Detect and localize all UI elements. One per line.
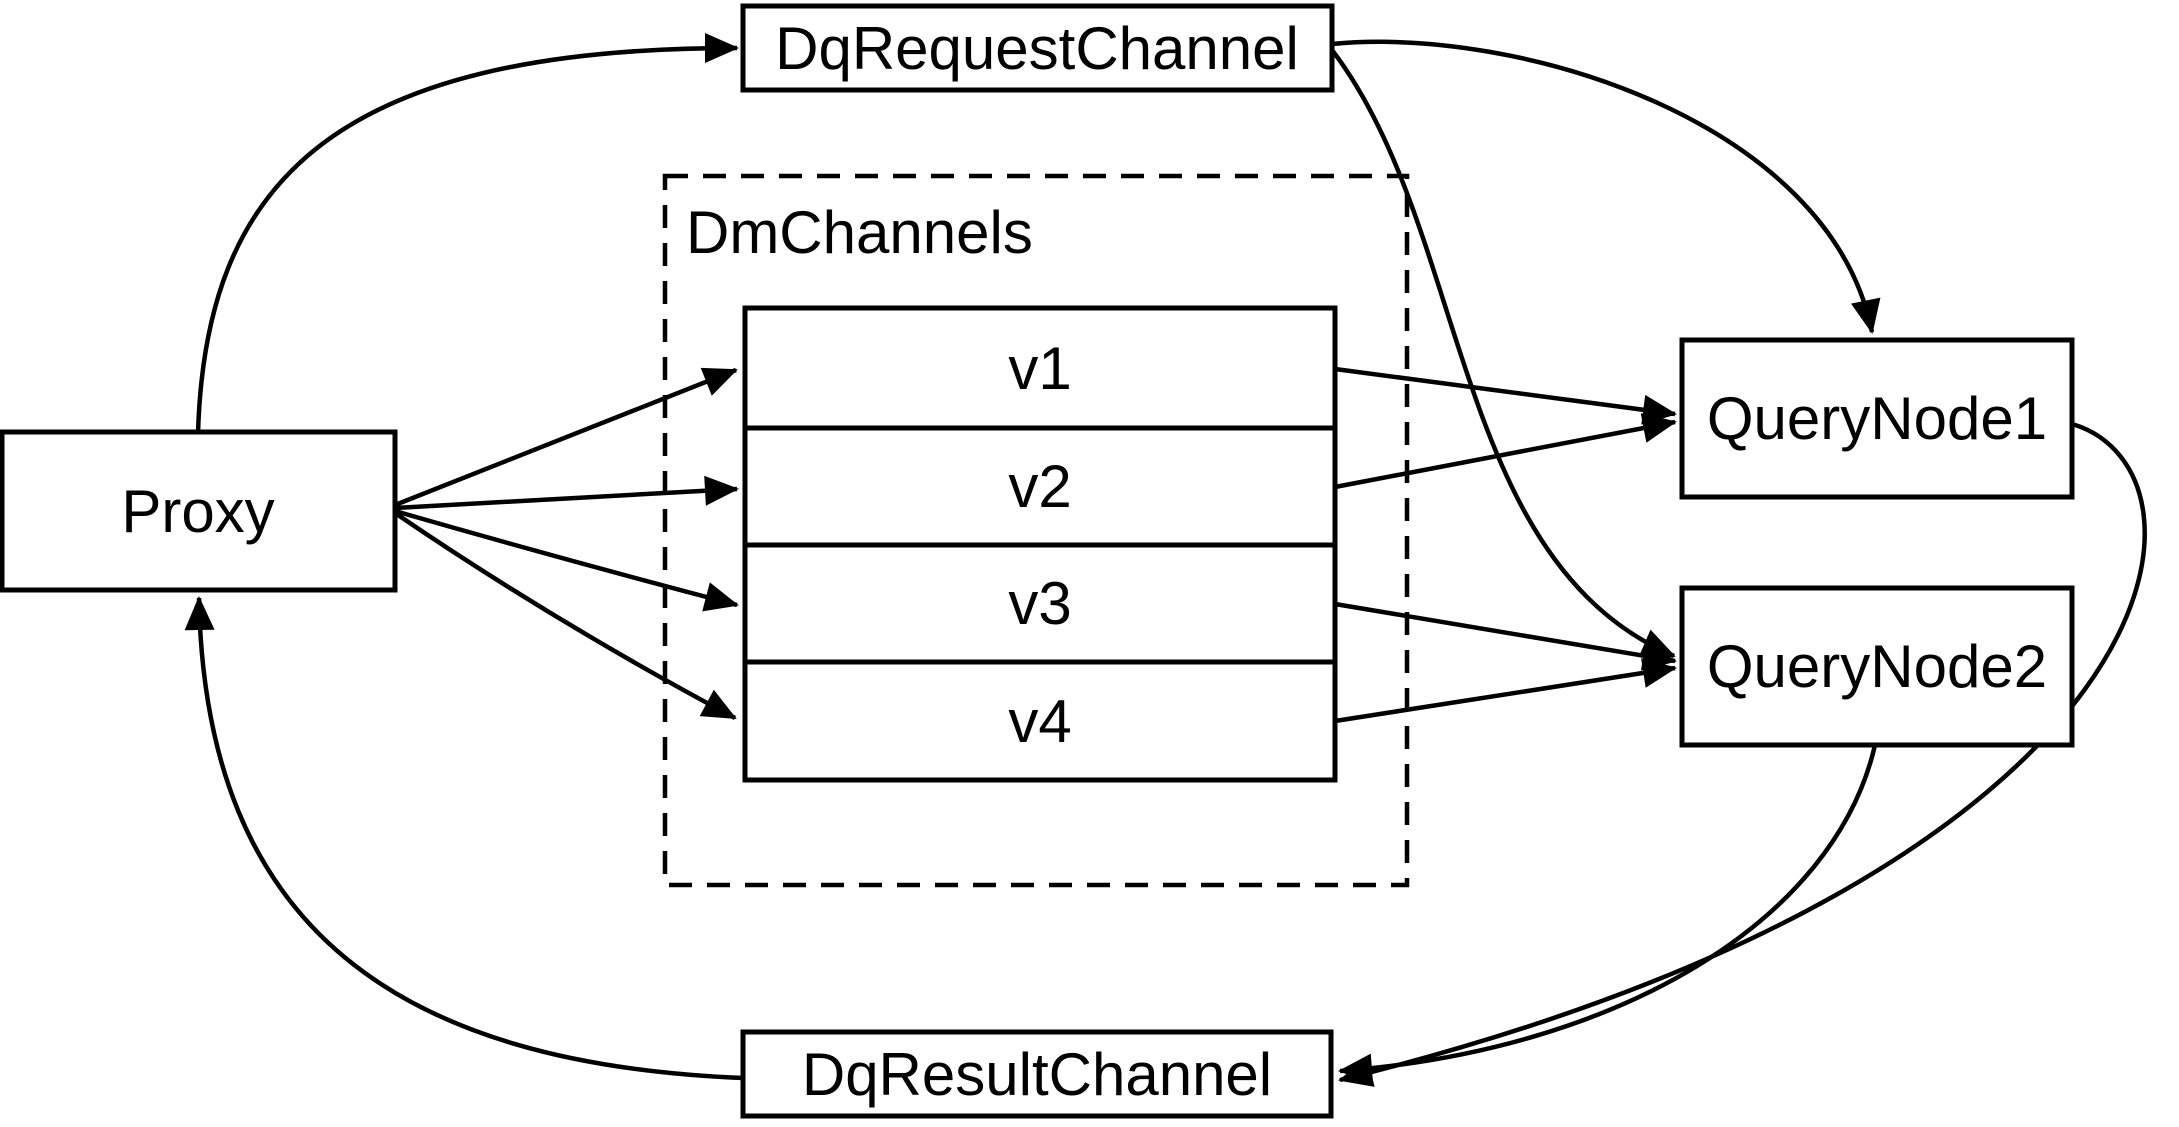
node-dq-result-channel [740,1029,1334,1119]
edge-proxy-to-v4 [393,511,737,720]
node-query-node-1 [1679,337,2075,500]
node-dq-request-channel [740,3,1335,93]
node-query-node-2 [1679,585,2075,748]
edge-v2-to-querynode1 [1334,413,1677,490]
channel-v2-label: v2 [1008,453,1071,520]
edge-proxy-to-v2 [394,475,739,511]
channel-v4-label: v4 [1008,688,1071,755]
edge-dqrequestchannel-to-querynode2 [1330,48,1676,659]
edge-v4-to-querynode2 [1334,658,1677,724]
edge-querynode1-to-dqresultchannel [1338,421,2147,1087]
edge-dqrequestchannel-to-querynode1 [1331,39,1881,334]
proxy-label: Proxy [121,478,274,545]
channel-v3-label: v3 [1008,570,1071,637]
channel-v1-label: v1 [1008,335,1071,402]
query-node-2-label: QueryNode2 [1707,633,2047,700]
node-proxy [0,429,398,593]
edge-proxy-to-v3 [394,508,739,612]
edge-v3-to-querynode2 [1334,601,1677,671]
edge-proxy-to-dqrequestchannel [195,33,739,435]
dq-result-channel-label: DqResultChannel [802,1041,1272,1108]
edge-v1-to-querynode1 [1334,366,1677,425]
query-node-1-label: QueryNode1 [1707,385,2047,452]
dm-channels-label: DmChannels [686,199,1033,266]
edge-proxy-to-v1 [394,367,738,508]
edge-dqresultchannel-to-proxy [184,596,744,1081]
dq-request-channel-label: DqRequestChannel [775,15,1299,82]
edge-querynode2-to-dqresultchannel [1338,744,1878,1084]
dm-channels-group [662,173,1410,888]
